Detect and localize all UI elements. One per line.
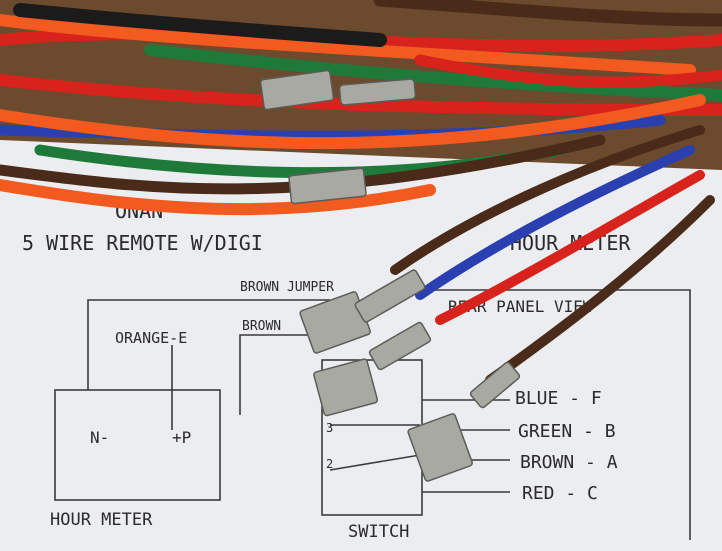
wire-harness xyxy=(0,0,722,385)
wire-orange xyxy=(0,14,696,76)
brown-wire-line xyxy=(239,334,330,415)
paper-sheet xyxy=(0,140,722,551)
switch-terminal-3: 3 xyxy=(326,421,333,435)
brown-label: BROWN xyxy=(242,319,281,334)
orange-wire-line xyxy=(87,299,330,390)
wire-black xyxy=(13,3,387,47)
wire-red xyxy=(435,170,705,325)
hour-meter-label: HOUR METER xyxy=(50,510,153,530)
rear-panel-frame xyxy=(405,289,691,540)
terminals xyxy=(259,69,521,482)
wire-brown xyxy=(0,134,606,195)
terminal xyxy=(259,69,335,111)
terminal xyxy=(407,413,473,482)
title-line-2: 5 WIRE REMOTE W/DIGI xyxy=(22,231,263,255)
wire-brown xyxy=(373,0,722,27)
legend-item: BROWN - A xyxy=(520,452,618,473)
wire-orange xyxy=(0,94,706,150)
wire-orange xyxy=(0,179,436,216)
orange-label: ORANGE-E xyxy=(115,329,187,347)
terminal xyxy=(338,78,417,106)
wire-green xyxy=(144,44,722,101)
terminal xyxy=(313,358,379,417)
legend-item: RED - C xyxy=(522,483,598,504)
hour-meter-pos: +P xyxy=(172,428,191,447)
terminal xyxy=(368,321,432,371)
legend-item: GREEN - B xyxy=(518,421,616,442)
terminal xyxy=(288,167,367,205)
switch-contact-2 xyxy=(329,454,421,471)
wire-brown xyxy=(390,125,705,275)
legend-item: BLUE - F xyxy=(515,388,602,409)
wire-brown xyxy=(485,195,715,385)
hour-meter-box xyxy=(54,389,221,501)
hour-meter-neg: N- xyxy=(90,428,109,447)
wire-red xyxy=(414,54,722,88)
brown-jumper-label: BROWN JUMPER xyxy=(240,280,334,295)
wire-blue xyxy=(415,145,695,300)
terminal xyxy=(354,269,426,323)
terminal xyxy=(469,361,521,409)
switch-label: SWITCH xyxy=(348,522,409,542)
switch-terminal-2: 2 xyxy=(326,457,333,471)
